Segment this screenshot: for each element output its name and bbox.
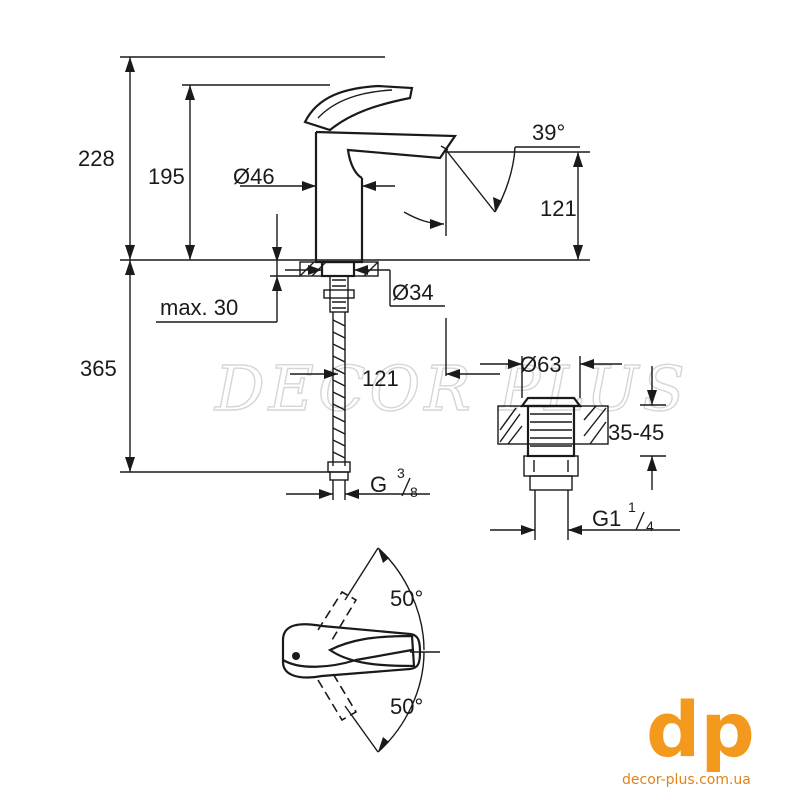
svg-text:8: 8: [410, 484, 418, 500]
dim-195: 195: [148, 164, 185, 189]
brand-logo: dp: [646, 685, 755, 774]
thread-waste: G1 1 4: [592, 499, 654, 534]
faucet-top-view: [281, 547, 440, 753]
brand-url: decor-plus.com.ua: [622, 772, 751, 788]
dim-365: 365: [80, 356, 117, 381]
dim-121-height: 121: [540, 196, 577, 221]
svg-text:G: G: [370, 472, 387, 497]
dim-angle-50-right: 50°: [390, 694, 423, 719]
svg-text:G1: G1: [592, 506, 621, 531]
faucet-side-view: [299, 84, 458, 481]
svg-text:4: 4: [646, 518, 654, 534]
svg-text:1: 1: [628, 499, 636, 515]
dim-angle-50-left: 50°: [390, 586, 423, 611]
dim-diameter-34: Ø34: [392, 280, 434, 305]
dim-228: 228: [78, 146, 115, 171]
dim-diameter-63: Ø63: [520, 352, 562, 377]
dim-angle-39: 39°: [532, 120, 565, 145]
logo-letters: dp: [646, 685, 755, 774]
dim-121-reach: 121: [362, 366, 399, 391]
dim-diameter-46: Ø46: [233, 164, 275, 189]
dimension-lines: [120, 56, 590, 500]
dim-35-45: 35-45: [608, 420, 664, 445]
waste-fitting: [480, 356, 680, 540]
thread-hose: G 3 8: [370, 465, 418, 500]
svg-text:3: 3: [397, 465, 405, 481]
watermark: DECOR PLUS: [214, 352, 689, 425]
dim-max-30: max. 30: [160, 295, 238, 320]
